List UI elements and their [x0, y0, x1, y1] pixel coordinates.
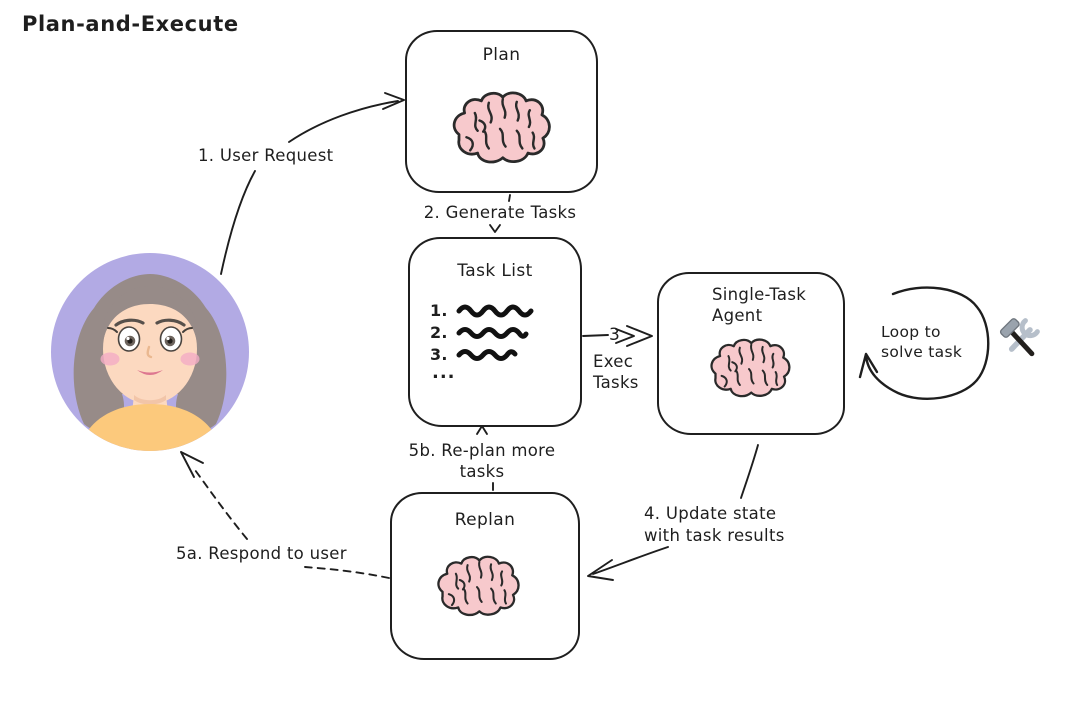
brain-icon [430, 551, 524, 620]
hammer-and-wrench-icon [999, 318, 1040, 357]
replan-node-label: Replan [454, 510, 516, 530]
task-list-item: 2. [430, 323, 529, 342]
brain-icon [703, 334, 795, 401]
single-task-agent-node-label: Single-Task Agent [712, 285, 807, 325]
plan-node-label: Plan [482, 45, 521, 65]
task-scribble [456, 326, 529, 339]
brain-icon [444, 86, 556, 168]
edge-label-generate-tasks: 2. Generate Tasks [423, 203, 577, 222]
edge-label-update-state: 4. Update state with task results [644, 504, 785, 545]
edge-label-respond-to-user: 5a. Respond to user [176, 544, 347, 563]
edge-label-replan-more-tasks: 5b. Re-plan more tasks [408, 441, 556, 481]
task-scribble [456, 304, 534, 317]
diagram-title: Plan-and-Execute [22, 12, 239, 36]
edge-label-exec-tasks: Exec Tasks [593, 352, 639, 392]
task-number: 1. [430, 301, 448, 320]
edge-number-exec-tasks: 3 [609, 325, 621, 345]
task-number: 2. [430, 323, 448, 342]
task-list-ellipsis: ... [432, 362, 456, 383]
task-list-item: 1. [430, 301, 535, 320]
task-list-item: 3. [430, 345, 519, 364]
task-number: 3. [430, 345, 448, 364]
avatar-shirt [78, 404, 222, 451]
task-scribble [456, 348, 518, 361]
task-list-node-label: Task List [457, 261, 533, 281]
loop-label: Loop to solve task [881, 323, 963, 361]
user-avatar [51, 253, 249, 451]
edge-label-user-request: 1. User Request [198, 146, 334, 165]
